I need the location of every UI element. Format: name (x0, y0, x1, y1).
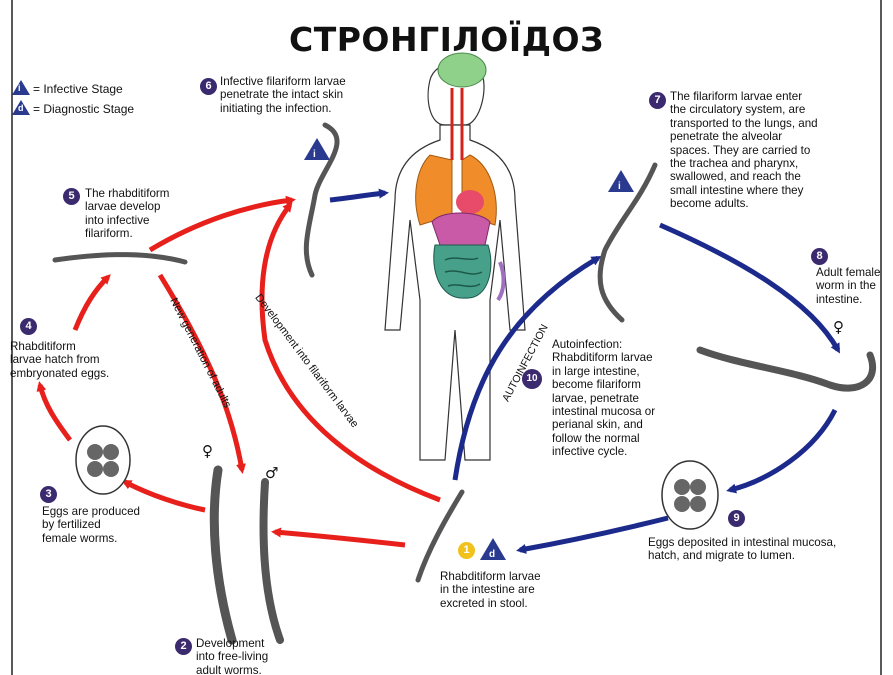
stage-6-text: Infective filariform larvae penetrate th… (220, 75, 346, 115)
free-living-female-worm (214, 470, 232, 640)
female-symbol-free-living: ♀ (202, 442, 213, 460)
stage-4-text: Rhabditiform larvae hatch from embryonat… (10, 340, 109, 380)
stage-2-number: 2 (175, 638, 192, 655)
legend-infective-label: = Infective Stage (33, 82, 123, 96)
stage-5-text: The rhabditiform larvae develop into inf… (85, 187, 169, 241)
diagnostic-triangle-icon: d (12, 100, 30, 115)
stage-4-number: 4 (20, 318, 37, 335)
stage-1-number: 1 (458, 542, 475, 559)
legend-diagnostic: d= Diagnostic Stage (12, 100, 134, 116)
legend-diagnostic-label: = Diagnostic Stage (33, 102, 134, 116)
infective-triangle-icon: i (12, 80, 30, 95)
legend-infective: i= Infective Stage (12, 80, 123, 96)
arrow-8-to-9 (730, 410, 835, 490)
stage-7-text: The filariform larvae enter the circulat… (670, 90, 818, 211)
free-living-male-worm (264, 482, 280, 640)
adult-female-worm-8 (700, 350, 873, 388)
rhabditiform-larva-5 (55, 255, 185, 262)
stage-8-number: 8 (811, 248, 828, 265)
arrow-6-to-body (330, 193, 385, 200)
infective-stage-marker-7: i (608, 170, 634, 192)
arrow-9-to-1 (520, 518, 668, 550)
arrow-4-to-5 (75, 277, 108, 330)
egg-stage-3 (76, 426, 130, 494)
male-symbol: ♂ (265, 464, 278, 482)
stage-2-text: Development into free-living adult worms… (196, 637, 268, 675)
stage-9-text: Eggs deposited in intestinal mucosa, hat… (648, 536, 836, 563)
stage-7-number: 7 (649, 92, 666, 109)
page-title: СТРОНГІЛОЇДОЗ (0, 20, 893, 59)
rhabditiform-larva-1 (418, 492, 462, 580)
stage-3-number: 3 (40, 486, 57, 503)
stage-8-text: Adult female worm in the intestine. (816, 266, 880, 306)
arrow-1-to-2 (275, 532, 405, 545)
svg-text:i: i (618, 181, 621, 192)
stage-10-text: Autoinfection: Rhabditiform larvae in la… (552, 338, 655, 459)
stage-3-text: Eggs are produced by fertilized female w… (42, 505, 140, 545)
stage-6-number: 6 (200, 78, 217, 95)
svg-text:i: i (313, 149, 316, 160)
egg-stage-9 (662, 461, 718, 529)
diagnostic-stage-marker-1: d (480, 538, 506, 560)
arrow-3-to-4 (40, 385, 70, 440)
stage-1-text: Rhabditiform larvae in the intestine are… (440, 570, 541, 610)
svg-text:d: d (489, 549, 495, 560)
stage-5-number: 5 (63, 188, 80, 205)
stage-9-number: 9 (728, 510, 745, 527)
arrow-7-to-8 (660, 225, 838, 350)
infective-stage-marker-6: i (304, 138, 330, 160)
female-symbol-parasitic: ♀ (833, 318, 844, 336)
